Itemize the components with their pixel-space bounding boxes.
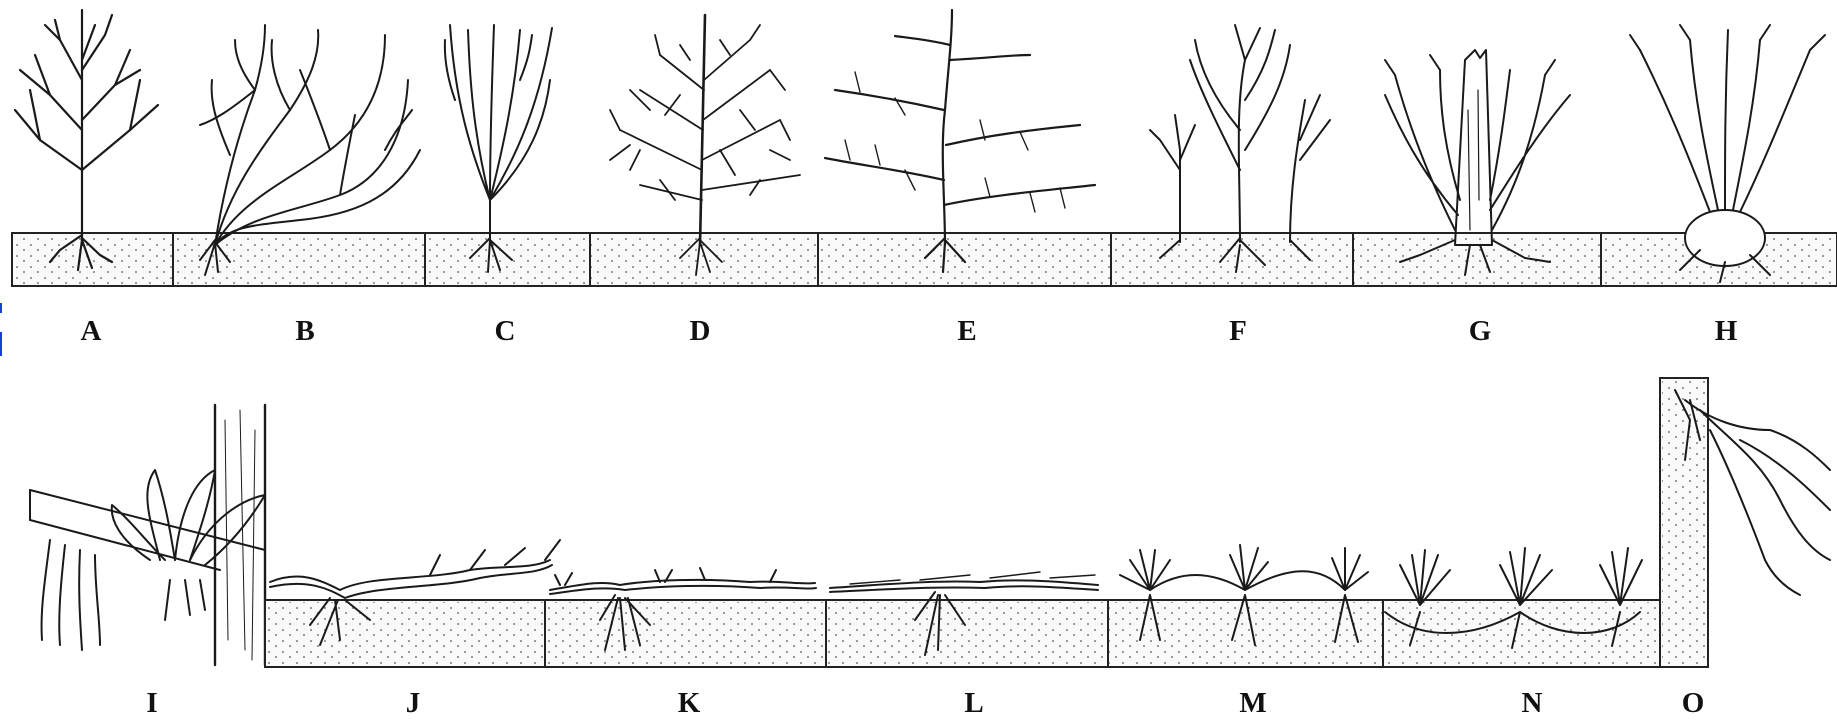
panel-label-c: C: [495, 317, 516, 346]
top-soil-strip: [12, 233, 1837, 286]
panel-label-f: F: [1229, 317, 1247, 346]
panel-label-a: A: [81, 317, 102, 346]
panel-label-o: O: [1682, 689, 1705, 718]
panel-label-e: E: [957, 317, 976, 346]
panel-label-i: I: [146, 689, 157, 718]
panel-label-h: H: [1715, 317, 1738, 346]
bottom-soil-strip: [265, 378, 1708, 667]
panel-i-drawing: [30, 405, 265, 665]
panel-label-b: B: [295, 317, 314, 346]
panel-label-k: K: [678, 689, 701, 718]
panel-label-n: N: [1522, 689, 1543, 718]
panel-a-drawing: [15, 10, 158, 270]
panel-label-l: L: [964, 689, 983, 718]
panel-label-g: G: [1469, 317, 1492, 346]
panel-label-m: M: [1239, 689, 1266, 718]
panel-label-j: J: [406, 689, 421, 718]
panel-label-d: D: [690, 317, 711, 346]
